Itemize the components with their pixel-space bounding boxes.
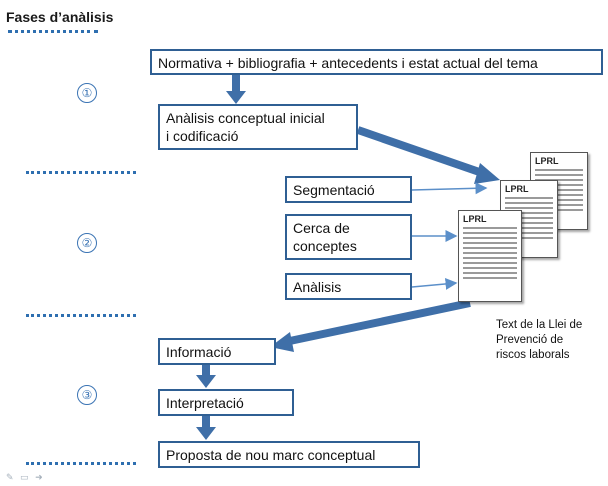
bottom-toolbar: ✎ ▭ ➜ — [6, 472, 43, 483]
document-caption-line-2: Prevenció de — [496, 334, 564, 346]
arrow-icon[interactable]: ➜ — [35, 472, 43, 482]
diagram-title: Fases d’anàlisis — [6, 9, 114, 25]
box-interpretacio: Interpretació — [158, 389, 294, 416]
pencil-icon[interactable]: ✎ — [6, 472, 14, 482]
box-informacio: Informació — [158, 338, 276, 365]
phase-number-2: ② — [77, 233, 97, 253]
phase-separator-3 — [26, 462, 136, 465]
phase-separator-1 — [26, 171, 136, 174]
box-analisis-conceptual-line-1: Anàlisis conceptual inicial — [166, 110, 325, 126]
box-cerca-line-1: Cerca de — [293, 220, 350, 236]
box-analisi: Anàlisis — [285, 273, 412, 300]
document-caption-line-1: Text de la Llei de — [496, 319, 583, 331]
box-analisis-conceptual-line-2: i codificació — [166, 128, 239, 144]
arrow-segmentacio — [411, 182, 488, 195]
document-caption-line-3: riscos laborals — [496, 349, 570, 361]
box-cerca-line-2: conceptes — [293, 238, 357, 254]
phase-separator-2 — [26, 314, 136, 317]
box-segmentacio: Segmentació — [285, 176, 412, 203]
arrow-normativa-to-analisis — [226, 73, 246, 104]
document-heading: LPRL — [505, 184, 529, 194]
arrow-analisi — [411, 277, 458, 290]
document-page-front: LPRL — [458, 210, 522, 302]
box-cerca-conceptes: Cerca de conceptes — [285, 214, 412, 260]
box-normativa: Normativa + bibliografia + antecedents i… — [150, 49, 603, 75]
document-heading: LPRL — [463, 214, 487, 224]
document-caption: Text de la Llei de Prevenció de riscos l… — [496, 318, 604, 363]
arrow-analisis-to-documents — [356, 126, 500, 184]
arrow-documents-to-informacio — [270, 299, 471, 352]
screen-icon[interactable]: ▭ — [20, 472, 29, 482]
box-analisis-conceptual: Anàlisis conceptual inicial i codificaci… — [158, 104, 358, 150]
arrow-interpretacio-to-proposta — [196, 416, 216, 440]
phase-number-1: ① — [77, 83, 97, 103]
document-heading: LPRL — [535, 156, 559, 166]
phase-number-3: ③ — [77, 385, 97, 405]
arrow-informacio-to-interpretacio — [196, 364, 216, 388]
box-proposta: Proposta de nou marc conceptual — [158, 441, 420, 468]
title-separator — [8, 30, 98, 33]
